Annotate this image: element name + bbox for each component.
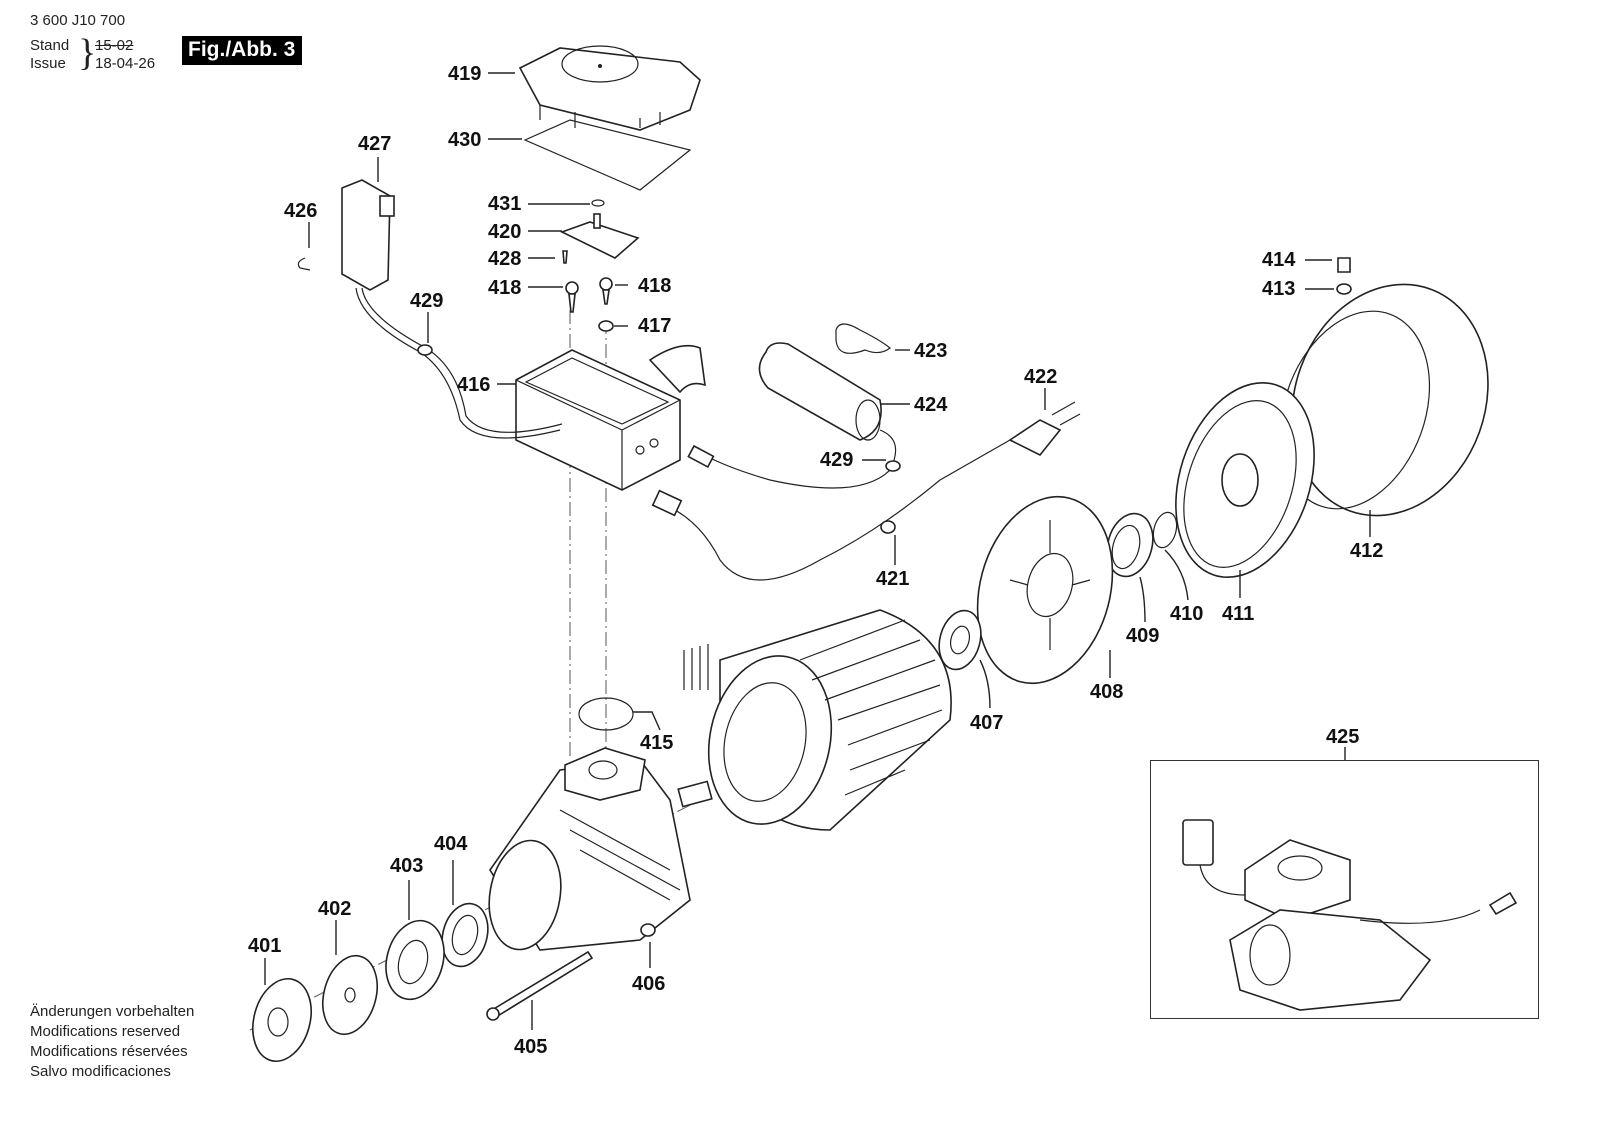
part-427-pressure-switch[interactable] bbox=[341, 179, 395, 291]
mains-plug[interactable] bbox=[1008, 419, 1062, 457]
callout-409[interactable]: 409 bbox=[1126, 625, 1159, 647]
part-425-motor-assembly-preview[interactable] bbox=[1182, 819, 1518, 1011]
stand-label: Stand bbox=[30, 37, 70, 54]
callout-419[interactable]: 419 bbox=[448, 63, 481, 85]
callout-430[interactable]: 430 bbox=[448, 129, 481, 151]
callout-408[interactable]: 408 bbox=[1090, 681, 1123, 703]
callout-406[interactable]: 406 bbox=[632, 973, 665, 995]
callout-429-switch[interactable]: 429 bbox=[410, 290, 443, 312]
part-421-grommet[interactable] bbox=[880, 520, 896, 534]
part-418-screw[interactable] bbox=[565, 281, 579, 313]
part-429-grommet[interactable] bbox=[417, 344, 433, 356]
cable-connector bbox=[651, 489, 683, 517]
brace-icon: } bbox=[78, 32, 97, 74]
part-406-drain-plug[interactable] bbox=[640, 923, 656, 937]
callout-422[interactable]: 422 bbox=[1024, 366, 1057, 388]
callout-401[interactable]: 401 bbox=[248, 935, 281, 957]
callout-423[interactable]: 423 bbox=[914, 340, 947, 362]
callout-425[interactable]: 425 bbox=[1326, 726, 1359, 748]
issue-date: 18-04-26 bbox=[95, 55, 156, 72]
issue-label: Issue bbox=[30, 55, 66, 72]
part-415-o-ring[interactable] bbox=[578, 697, 634, 731]
callout-416[interactable]: 416 bbox=[457, 374, 490, 396]
part-429-grommet[interactable] bbox=[885, 460, 901, 472]
callout-415[interactable]: 415 bbox=[640, 732, 673, 754]
footer-note-en: Modifications reserved bbox=[30, 1023, 181, 1040]
part-424-capacitor[interactable] bbox=[758, 342, 882, 441]
callout-411[interactable]: 411 bbox=[1222, 603, 1254, 625]
callout-428[interactable]: 428 bbox=[488, 248, 521, 270]
part-430-gasket[interactable] bbox=[523, 119, 692, 191]
document-number: 3 600 J10 700 bbox=[30, 12, 126, 29]
footer-note-es: Salvo modificaciones bbox=[30, 1063, 171, 1080]
callout-402[interactable]: 402 bbox=[318, 898, 351, 920]
callout-412[interactable]: 412 bbox=[1350, 540, 1383, 562]
part-407-bearing[interactable] bbox=[933, 606, 987, 674]
callout-403[interactable]: 403 bbox=[390, 855, 423, 877]
part-408-end-shield[interactable] bbox=[958, 481, 1133, 698]
part-423-capacitor-clip[interactable] bbox=[835, 323, 891, 354]
callout-418-right[interactable]: 418 bbox=[638, 275, 671, 297]
callout-421[interactable]: 421 bbox=[876, 568, 909, 590]
part-431-o-ring[interactable] bbox=[591, 199, 605, 207]
switch-cable bbox=[355, 287, 561, 439]
leader-lines bbox=[264, 72, 1371, 1030]
part-402-disc[interactable] bbox=[315, 950, 386, 1041]
part-410-circlip[interactable] bbox=[1150, 510, 1181, 550]
callout-426[interactable]: 426 bbox=[284, 200, 317, 222]
part-413-washer[interactable] bbox=[1336, 283, 1352, 295]
part-426-clip[interactable] bbox=[297, 257, 311, 271]
callout-427[interactable]: 427 bbox=[358, 133, 391, 155]
part-414-screw[interactable] bbox=[1337, 257, 1351, 273]
callout-424[interactable]: 424 bbox=[914, 394, 948, 416]
callout-431[interactable]: 431 bbox=[488, 193, 521, 215]
part-409-seal[interactable] bbox=[1100, 508, 1159, 581]
pump-housing[interactable] bbox=[481, 747, 691, 955]
callout-414[interactable]: 414 bbox=[1262, 249, 1296, 271]
part-422-mains-cable[interactable] bbox=[664, 439, 1011, 581]
motor-stator-rotor[interactable] bbox=[677, 609, 952, 836]
callout-410[interactable]: 410 bbox=[1170, 603, 1203, 625]
figure-badge: Fig./Abb. 3 bbox=[182, 36, 303, 65]
footer-note-fr: Modifications réservées bbox=[30, 1043, 188, 1060]
part-401-end-cap[interactable] bbox=[244, 972, 320, 1068]
callout-420[interactable]: 420 bbox=[488, 221, 521, 243]
part-403-bearing[interactable] bbox=[378, 914, 453, 1006]
part-420-switch-plate[interactable] bbox=[559, 213, 640, 259]
callout-405[interactable]: 405 bbox=[514, 1036, 547, 1058]
part-412-fan-cover[interactable] bbox=[1254, 257, 1519, 544]
part-404-shaft-seal[interactable] bbox=[435, 898, 494, 971]
stator-leads bbox=[683, 644, 709, 690]
callout-418-left[interactable]: 418 bbox=[488, 277, 521, 299]
footer-note-de: Änderungen vorbehalten bbox=[30, 1003, 195, 1020]
callout-407[interactable]: 407 bbox=[970, 712, 1003, 734]
part-416-terminal-box[interactable] bbox=[515, 344, 706, 491]
motor-assembly-inset bbox=[1150, 760, 1539, 1019]
capacitor-cable bbox=[709, 429, 897, 489]
callout-413[interactable]: 413 bbox=[1262, 278, 1295, 300]
part-411-fan[interactable] bbox=[1152, 365, 1337, 595]
part-418-screw[interactable] bbox=[599, 277, 613, 305]
part-428-screw[interactable] bbox=[562, 250, 568, 264]
callout-429-capacitor[interactable]: 429 bbox=[820, 449, 853, 471]
callout-404[interactable]: 404 bbox=[434, 833, 468, 855]
cable-connector bbox=[687, 444, 715, 469]
part-417-washer[interactable] bbox=[598, 320, 614, 332]
callout-417[interactable]: 417 bbox=[638, 315, 671, 337]
part-419-terminal-cover[interactable] bbox=[518, 45, 701, 131]
superseded-date: 15-02 bbox=[95, 37, 134, 54]
part-405-tie-bolt[interactable] bbox=[486, 950, 594, 1021]
